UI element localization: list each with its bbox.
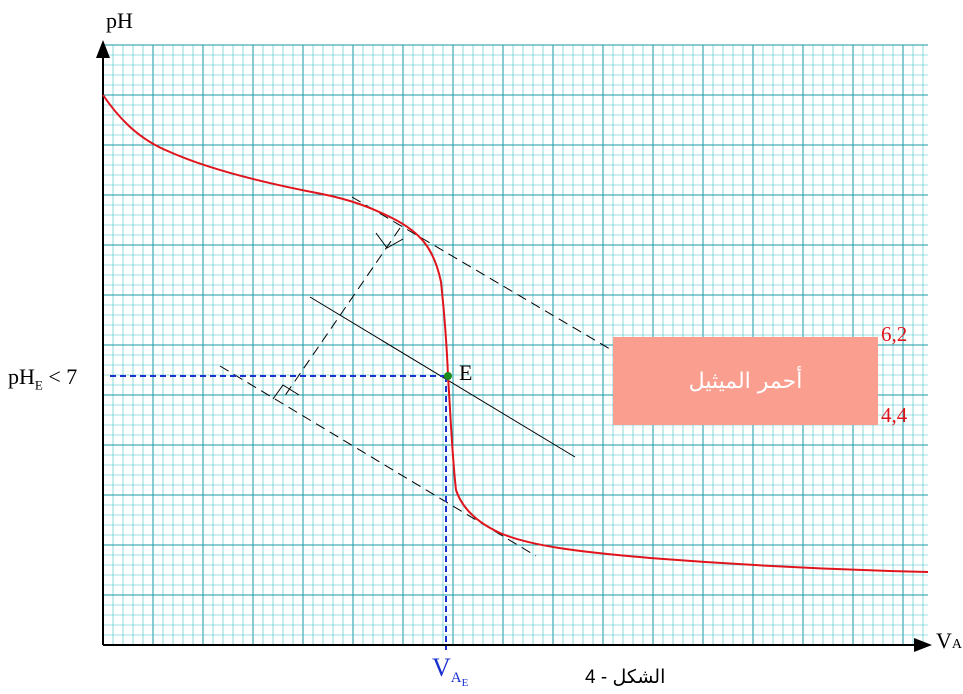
upper-tangent — [351, 196, 616, 353]
equivalence-point-label: E — [459, 360, 473, 385]
tangent-construction — [219, 196, 616, 557]
perpendicular-construction — [283, 227, 401, 398]
indicator-zone-box: أحمر الميثيل — [613, 337, 878, 425]
figure-caption: الشكل - 4 — [585, 667, 666, 688]
equivalence-point — [444, 372, 452, 380]
ph-equivalence-label: pHE < 7 — [8, 364, 78, 393]
titration-curve — [102, 94, 929, 573]
y-axis-label: pH — [106, 8, 133, 33]
v-equivalence-label: VAE — [432, 653, 469, 690]
right-angle-mark-top — [375, 232, 404, 249]
indicator-name: أحمر الميثيل — [688, 368, 803, 394]
indicator-upper-value: 6,2 — [881, 322, 908, 346]
x-axis-arrow-icon — [914, 638, 932, 652]
indicator-lower-value: 4,4 — [881, 403, 908, 427]
right-angle-mark-bottom — [272, 384, 300, 400]
y-axis-arrow-icon — [96, 40, 110, 58]
x-axis-label: VA — [936, 628, 963, 653]
axes — [96, 40, 932, 652]
equivalence-lines — [110, 375, 448, 650]
